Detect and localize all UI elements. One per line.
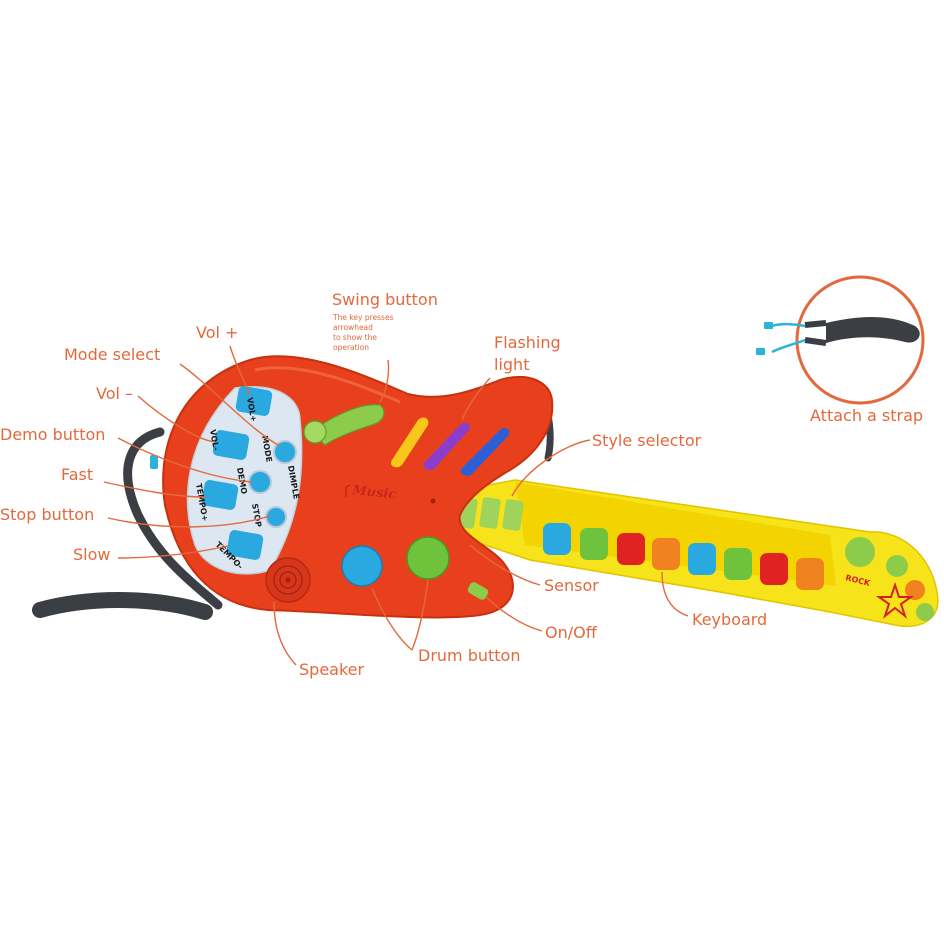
label-swing-note-4: operation [333, 343, 369, 352]
leader-lines [103, 345, 689, 666]
headstock-buttons[interactable] [845, 537, 934, 621]
label-stop-button: Stop button [0, 505, 94, 524]
swing-button[interactable] [303, 404, 385, 446]
vol-plus-button[interactable] [235, 385, 273, 417]
stop-print: STOP [250, 503, 263, 528]
music-note-icon [345, 484, 351, 497]
tempo-minus-button[interactable] [226, 529, 264, 561]
demo-button[interactable] [248, 470, 272, 494]
drum-button-blue[interactable] [341, 545, 383, 587]
panel-buttons[interactable] [201, 385, 297, 561]
label-flashing-light-1: Flashing [494, 333, 561, 352]
label-speaker: Speaker [299, 660, 365, 679]
label-swing-note-2: arrowhead [333, 323, 373, 332]
drum-button-green[interactable] [406, 536, 450, 580]
star-icon [875, 581, 915, 619]
label-keyboard: Keyboard [692, 610, 767, 629]
tempo-plus-button[interactable] [201, 479, 239, 511]
label-vol-plus: Vol + [196, 323, 238, 342]
music-print: Music [351, 483, 397, 503]
keyboard-keys[interactable] [543, 523, 824, 590]
label-mode-select: Mode select [64, 345, 160, 364]
label-sensor: Sensor [544, 576, 599, 595]
vol-plus-print: VOL+ [245, 397, 258, 423]
label-fast: Fast [61, 465, 93, 484]
label-attach-strap: Attach a strap [810, 406, 923, 425]
label-swing-button: Swing button [332, 290, 438, 309]
label-vol-minus: Vol – [96, 384, 133, 403]
label-flashing-light-2: light [494, 355, 529, 374]
speaker-grille [265, 557, 311, 603]
vol-minus-print: VOL- [208, 429, 221, 452]
style-selector-keys[interactable] [456, 497, 524, 531]
flashing-lights [391, 417, 510, 476]
label-swing-note-1: The key presses [332, 313, 394, 322]
label-swing-note-3: to show the [333, 333, 377, 342]
strap-inset [756, 275, 925, 405]
vol-minus-button[interactable] [212, 429, 250, 461]
drum-buttons[interactable] [341, 536, 450, 587]
label-demo-button: Demo button [0, 425, 105, 444]
sensor-dot [430, 498, 436, 504]
label-slow: Slow [73, 545, 110, 564]
on-off-switch[interactable] [466, 581, 489, 601]
label-drum-button: Drum button [418, 646, 520, 665]
label-style-selector: Style selector [592, 431, 702, 450]
label-on-off: On/Off [545, 623, 598, 642]
